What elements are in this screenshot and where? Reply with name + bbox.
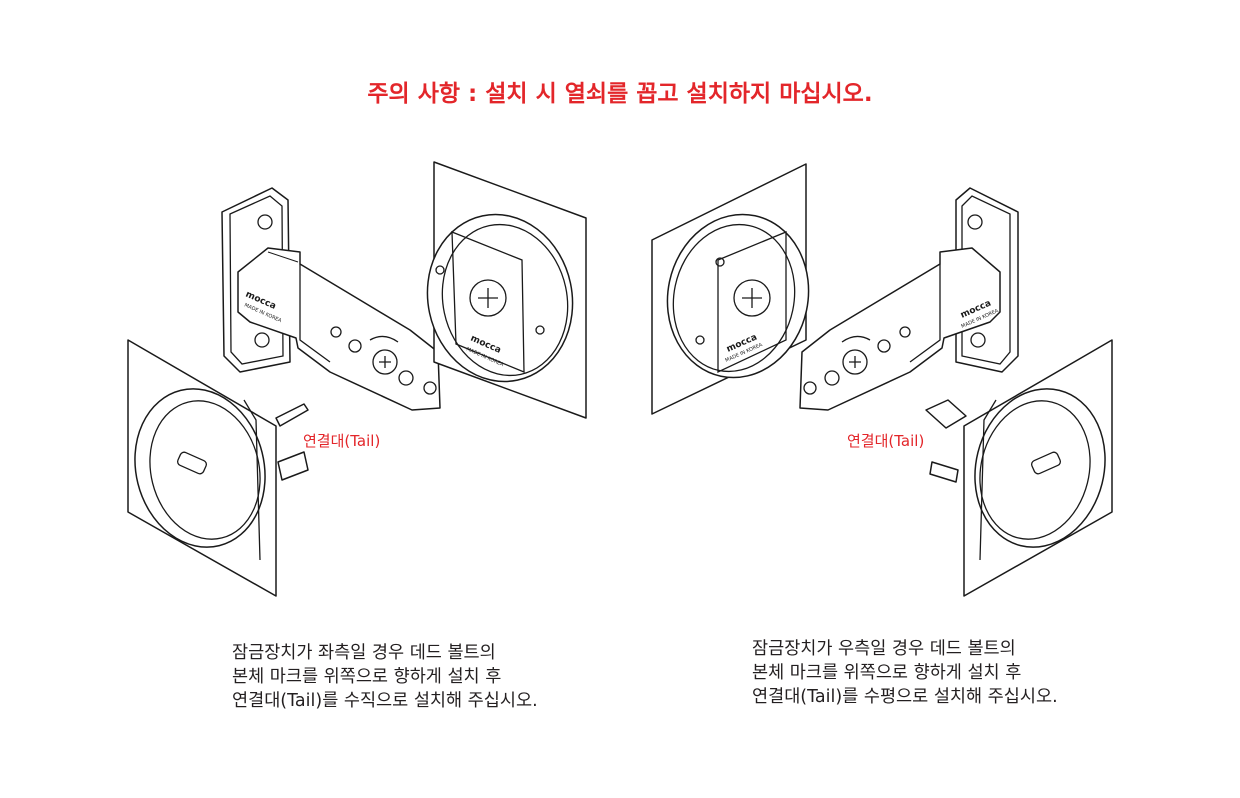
- right-instruction-line-3: 연결대(Tail)를 수평으로 설치해 주십시오.: [752, 687, 1058, 707]
- left-latch-body: mocca MADE IN KOREA: [237, 247, 441, 411]
- tail-label-right: 연결대(Tail): [847, 432, 925, 450]
- left-instruction-line-2: 본체 마크를 위쪽으로 향하게 설치 후: [232, 667, 502, 687]
- right-instruction-line-1: 잠금장치가 우측일 경우 데드 볼트의: [752, 639, 1016, 659]
- right-latch-body: mocca MADE IN KOREA: [799, 247, 1001, 411]
- warning-title: 주의 사항 : 설치 시 열쇠를 꼽고 설치하지 마십시오.: [367, 81, 873, 107]
- right-instructions: 잠금장치가 우측일 경우 데드 볼트의 본체 마크를 위쪽으로 향하게 설치 후…: [752, 637, 1058, 709]
- left-inner-rose: mocca MADE IN KOREA: [426, 161, 587, 419]
- right-outer-plate: [963, 339, 1113, 597]
- left-instruction-line-1: 잠금장치가 좌측일 경우 데드 볼트의: [232, 643, 496, 663]
- left-instruction-line-3: 연결대(Tail)를 수직으로 설치해 주십시오.: [232, 691, 538, 711]
- left-tail: [275, 403, 309, 481]
- right-instruction-line-2: 본체 마크를 위쪽으로 향하게 설치 후: [752, 663, 1022, 683]
- left-outer-plate: [127, 339, 277, 597]
- left-instructions: 잠금장치가 좌측일 경우 데드 볼트의 본체 마크를 위쪽으로 향하게 설치 후…: [232, 641, 538, 713]
- right-tail: [925, 399, 967, 483]
- right-inner-rose: mocca MADE IN KOREA: [651, 163, 810, 415]
- left-deadbolt-assembly: mocca MADE IN KOREA mocca MADE IN KOREA: [127, 161, 587, 597]
- right-deadbolt-assembly: mocca MADE IN KOREA mocca MADE IN KOREA: [651, 163, 1113, 597]
- tail-label-left: 연결대(Tail): [303, 432, 381, 450]
